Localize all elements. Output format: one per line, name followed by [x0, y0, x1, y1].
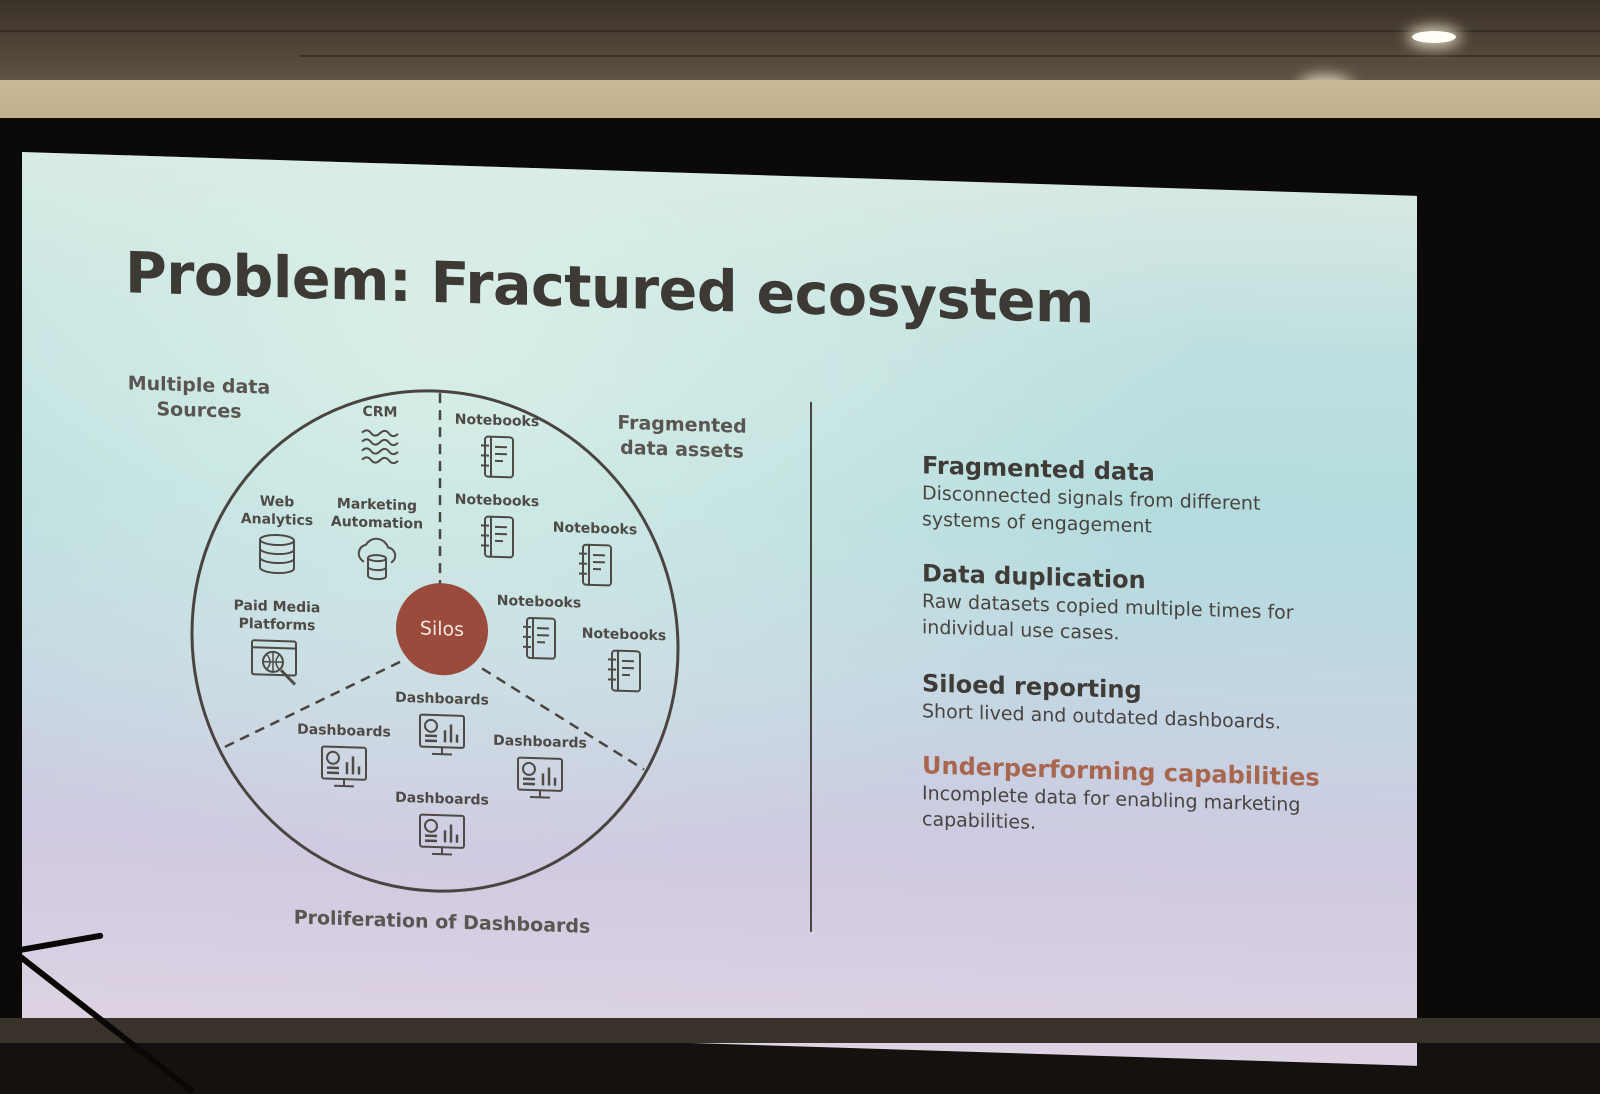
notebook-label: Notebooks [552, 519, 638, 539]
dashboard-monitor-icon [419, 813, 465, 856]
source-label: Marketing Automation [330, 495, 424, 533]
notebook-icon [481, 435, 514, 479]
dashboard-label: Dashboards [395, 789, 489, 809]
dashboard-item: Dashboards [382, 788, 502, 860]
source-marketing-automation: Marketing Automation [322, 494, 432, 583]
source-label: Web Analytics [240, 493, 314, 530]
divider-right [481, 667, 645, 771]
notebook-icon [481, 515, 514, 559]
slide-vertical-divider [810, 401, 812, 932]
database-icon [259, 533, 295, 575]
waves-icon [361, 429, 399, 465]
notebook-item: Notebooks [442, 490, 552, 561]
notebook-item: Notebooks [484, 592, 594, 663]
notebook-item: Notebooks [540, 518, 650, 589]
stage-floor-edge [0, 1018, 1600, 1043]
dashboard-monitor-icon [419, 713, 465, 756]
dashboard-item: Dashboards [382, 688, 502, 760]
label-proliferation-of-dashboards: Proliferation of Dashboards [293, 906, 591, 938]
notebook-label: Notebooks [454, 491, 540, 511]
point-siloed-reporting: Siloed reporting Short lived and outdate… [922, 668, 1342, 737]
point-fragmented-data: Fragmented data Disconnected signals fro… [922, 450, 1342, 545]
source-web-analytics: Web Analytics [232, 492, 322, 577]
notebook-item: Notebooks [569, 624, 679, 695]
dashboard-monitor-icon [321, 745, 367, 788]
notebook-item: Notebooks [442, 410, 552, 481]
source-crm: CRM [340, 402, 420, 467]
notebook-label: Notebooks [581, 625, 667, 645]
dashboard-label: Dashboards [395, 689, 489, 709]
point-data-duplication: Data duplication Raw datasets copied mul… [922, 558, 1342, 653]
ceiling-light [1412, 31, 1456, 43]
source-paid-media-platforms: Paid Media Platforms [222, 596, 332, 689]
notebook-icon [523, 616, 556, 660]
source-label: Paid Media Platforms [233, 597, 321, 635]
dashboard-label: Dashboards [297, 721, 391, 741]
notebook-icon [608, 649, 641, 693]
slide-title: Problem: Fractured ecosystem [125, 240, 1094, 337]
ceiling-grid-line [0, 30, 1600, 32]
cloud-database-icon [357, 537, 397, 581]
web-search-icon [251, 639, 297, 686]
dashboard-item: Dashboards [480, 731, 600, 803]
notebook-label: Notebooks [496, 592, 582, 612]
dashboard-monitor-icon [517, 756, 563, 799]
dashboard-item: Dashboards [284, 720, 404, 792]
ceiling-grid-line [300, 55, 1600, 57]
notebook-icon [579, 543, 612, 587]
ecosystem-circle [190, 389, 680, 893]
point-underperforming-capabilities: Underperforming capabilities Incomplete … [922, 750, 1342, 845]
dashboard-label: Dashboards [493, 732, 587, 752]
ecosystem-ring [190, 389, 680, 893]
source-label: CRM [362, 403, 398, 421]
presentation-slide: Problem: Fractured ecosystem Multiple da… [22, 152, 1417, 1066]
notebook-label: Notebooks [454, 411, 540, 431]
